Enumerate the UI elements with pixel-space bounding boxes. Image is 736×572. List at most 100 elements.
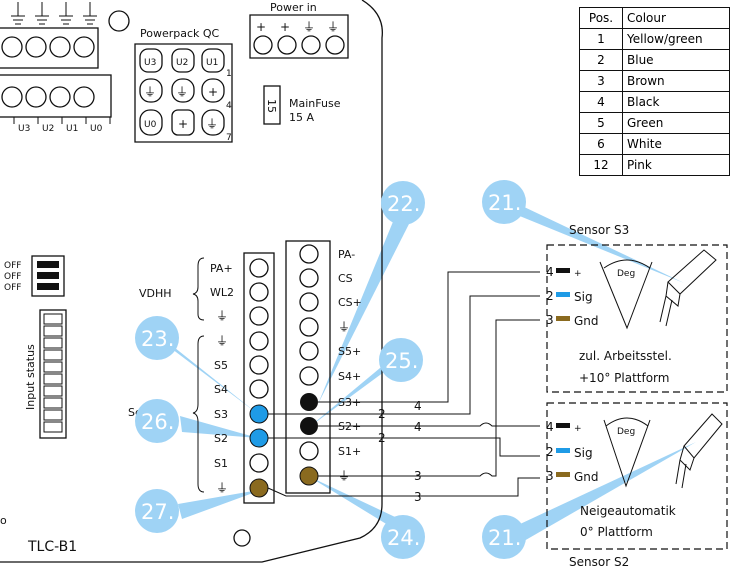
- cell-colour: Black: [622, 91, 730, 113]
- board-name: TLC-B1: [27, 539, 77, 555]
- powerpack-connector: Powerpack QC U3 U2 U1 ⏚ ⏚ + U0 + ⏚ 1 4 7: [134, 27, 233, 143]
- s2-caption-1: Neigeautomatik: [580, 504, 676, 518]
- terminal-label-u3: U3: [18, 124, 30, 134]
- s3-sensor-device-icon: [659, 249, 717, 327]
- wire-number-s3-pwr: 4: [414, 399, 422, 413]
- right-column-labels: PA- CS CS+ ⏚ S5+ S4+ S3+ S2+ S1+ ⏚: [338, 248, 362, 483]
- pp-mark-1: 1: [226, 69, 232, 79]
- pointer-21-upper: [505, 205, 684, 283]
- right-pins: [299, 244, 319, 486]
- wire-number-s3-sig: 2: [378, 407, 386, 421]
- power-in-label: Power in: [270, 1, 317, 14]
- powerpack-label: Powerpack QC: [140, 27, 220, 40]
- earth-symbols-row: [11, 2, 97, 25]
- right-terminal-column: [285, 240, 331, 494]
- terminal-label-u2: U2: [42, 124, 54, 134]
- cell-colour: Blue: [622, 49, 730, 71]
- s2-caption-2: 0° Plattform: [580, 525, 653, 539]
- pp-cell-u1: U1: [206, 58, 218, 68]
- s2-pin-gnd: Gnd: [574, 470, 599, 484]
- pp-cell-earth-2: ⏚: [176, 85, 188, 99]
- cell-pos: 12: [579, 154, 623, 176]
- input-status-bar: Input status: [24, 309, 67, 439]
- dip-label-1: OFF: [4, 261, 21, 271]
- power-in-connector: Power in + + ⏚ ⏚: [249, 1, 349, 59]
- power-in-sym-4: ⏚: [327, 20, 339, 34]
- pointer-23: [160, 336, 258, 414]
- cell-colour: Yellow/green: [622, 28, 730, 50]
- sensors-brace: [192, 335, 205, 493]
- cell-pos: 4: [579, 91, 623, 113]
- callout-25: 25.: [385, 349, 418, 373]
- cell-pos: 6: [579, 133, 623, 155]
- pin-label-pa-plus: PA+: [210, 262, 233, 275]
- cell-pos: 5: [579, 112, 623, 134]
- pin-label-cs: CS: [338, 272, 353, 285]
- mounting-hole-bottom: [233, 529, 251, 547]
- callout-27: 27.: [141, 500, 174, 524]
- pointer-25: [308, 358, 392, 428]
- pp-cell-u2: U2: [176, 58, 188, 68]
- pp-mark-7: 7: [226, 133, 232, 143]
- board-outline: [0, 0, 383, 563]
- dip-switch-block: OFF OFF OFF: [4, 255, 65, 297]
- terminal-label-u0: U0: [90, 124, 103, 134]
- power-in-sym-1: +: [256, 20, 266, 34]
- mounting-hole: [108, 10, 130, 32]
- pp-cell-earth-1: ⏚: [144, 85, 156, 99]
- callout-23: 23.: [141, 327, 174, 351]
- pin-label-cs-plus: CS+: [338, 296, 362, 309]
- terminal-label-u1: U1: [66, 124, 78, 134]
- sensor-s3-title: Sensor S3: [569, 223, 629, 237]
- vdhh-brace: [192, 257, 205, 321]
- s3-angle-label: Deg: [617, 269, 635, 279]
- s2-pin-number-1: 4: [546, 420, 554, 434]
- pin-label-pa-minus: PA-: [338, 248, 355, 261]
- wire-number-gnd-lower: 3: [414, 490, 422, 504]
- dip-label-3: OFF: [4, 283, 21, 293]
- pin-label-earth-2: ⏚: [216, 334, 228, 348]
- s2-pin-number-2: 2: [546, 445, 554, 459]
- header-pos: Pos.: [579, 7, 623, 29]
- callouts: 22. 21. 23. 25. 26. 27. 24. 21.: [135, 180, 526, 559]
- pin-label-s4: S4: [214, 383, 228, 396]
- s3-caption-1: zul. Arbeitsstel.: [579, 349, 672, 363]
- cell-pos: 3: [579, 70, 623, 92]
- input-status-label: Input status: [24, 344, 37, 410]
- pin-label-s5: S5: [214, 359, 228, 372]
- pin-label-s5-plus: S5+: [338, 345, 361, 358]
- wires: [267, 271, 540, 497]
- pp-cell-earth-3: ⏚: [206, 117, 218, 131]
- pointer-26: [180, 416, 258, 438]
- sensor-s2: 4 + 2 Sig 3 Gnd Deg Neigeautomatik 0° Pl…: [546, 402, 728, 569]
- callout-21-lower: 21.: [488, 526, 521, 550]
- s2-pin-plus: +: [574, 424, 582, 434]
- main-fuse: 15 MainFuse 15 A: [263, 85, 341, 125]
- pp-cell-u0: U0: [144, 120, 157, 130]
- callout-24: 24.: [387, 526, 420, 550]
- s2-pin-number-3: 3: [546, 469, 554, 483]
- pin-label-earth-1: ⏚: [216, 309, 228, 323]
- pin-label-wl2: WL2: [210, 286, 234, 299]
- pointer-22: [318, 212, 412, 404]
- top-terminal-block: U3 U2 U1 U0: [0, 2, 130, 134]
- power-in-sym-3: ⏚: [303, 20, 315, 34]
- header-colour: Colour: [622, 7, 730, 29]
- sensor-s2-title: Sensor S2: [569, 555, 629, 569]
- fuse-number: 15: [265, 99, 278, 113]
- pp-cell-plus-1: +: [208, 85, 218, 99]
- s3-pin-sig: Sig: [574, 290, 593, 304]
- sensor-s3: Sensor S3 4 + 2 Sig 3 Gnd Deg zul. Arbei…: [546, 223, 728, 393]
- pointer-24: [308, 476, 410, 530]
- vdhh-label: VDHH: [139, 287, 172, 300]
- wire-number-s2-pwr: 4: [414, 420, 422, 434]
- cell-colour: Pink: [622, 154, 730, 176]
- wire-number-labels: 2 4 2 4 3 3: [378, 399, 422, 504]
- pointer-21-lower: [503, 442, 696, 545]
